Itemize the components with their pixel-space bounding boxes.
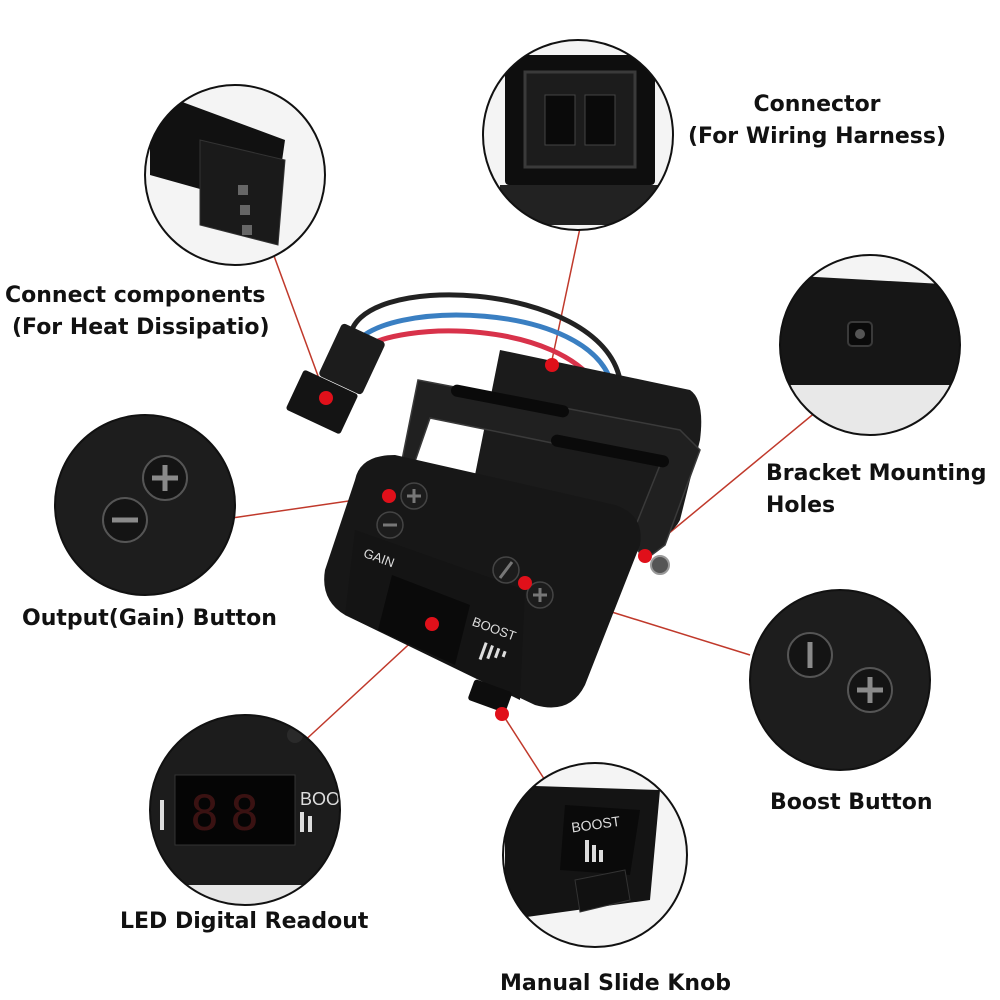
marker-slide bbox=[495, 707, 509, 721]
device-boost-buttons bbox=[492, 556, 554, 609]
led-digit-1: 8 bbox=[190, 786, 219, 842]
label-heat-dissipation: Connect components (For Heat Dissipatio) bbox=[5, 283, 270, 340]
leader-heat bbox=[269, 244, 326, 396]
led-digit-2: 8 bbox=[230, 786, 259, 842]
marker-connector bbox=[545, 358, 559, 372]
marker-heat bbox=[319, 391, 333, 405]
marker-boost bbox=[518, 576, 532, 590]
device-bracket-screw bbox=[650, 555, 670, 575]
leader-lines bbox=[231, 227, 829, 789]
marker-bracket bbox=[638, 549, 652, 563]
label-connector: Connector (For Wiring Harness) bbox=[688, 92, 947, 149]
inset-slide-knob: BOOST bbox=[502, 762, 688, 948]
label-bracket-holes: Bracket Mounting Holes bbox=[766, 461, 987, 518]
marker-gain bbox=[382, 489, 396, 503]
led-readout-window bbox=[378, 575, 470, 665]
wire-black bbox=[347, 292, 623, 381]
inset-bracket-hole bbox=[779, 254, 961, 436]
label-gain-button: Output(Gain) Button bbox=[22, 606, 277, 631]
device-slide-knob bbox=[468, 679, 512, 713]
leader-slide bbox=[502, 714, 551, 789]
inset-gain-buttons bbox=[54, 414, 236, 596]
brake-controller-device: GAIN BOOST bbox=[286, 292, 702, 721]
boost-bars-icon bbox=[478, 642, 507, 661]
inset-heat-connector bbox=[144, 84, 326, 266]
inset-boost-text: BOOST bbox=[570, 813, 621, 836]
inset-harness-connector bbox=[482, 39, 674, 231]
bracket-slot-1 bbox=[450, 384, 570, 418]
label-boost-button: Boost Button bbox=[770, 790, 933, 815]
leader-connector bbox=[551, 227, 581, 361]
wire-red bbox=[358, 328, 603, 392]
wire-blue bbox=[352, 312, 615, 386]
marker-led bbox=[425, 617, 439, 631]
inset-led-readout: 8 8 BOO bbox=[149, 714, 341, 906]
inset-boost-buttons bbox=[749, 589, 931, 771]
label-slide-knob: Manual Slide Knob bbox=[500, 971, 731, 996]
heat-connector-plug bbox=[286, 323, 385, 434]
label-led-readout: LED Digital Readout bbox=[120, 909, 369, 934]
bracket-slot-2 bbox=[550, 434, 670, 468]
leader-bracket bbox=[644, 401, 829, 554]
device-gain-buttons bbox=[376, 482, 428, 539]
callout-markers bbox=[319, 358, 652, 721]
inset-boost-partial-text: BOO bbox=[300, 789, 340, 809]
